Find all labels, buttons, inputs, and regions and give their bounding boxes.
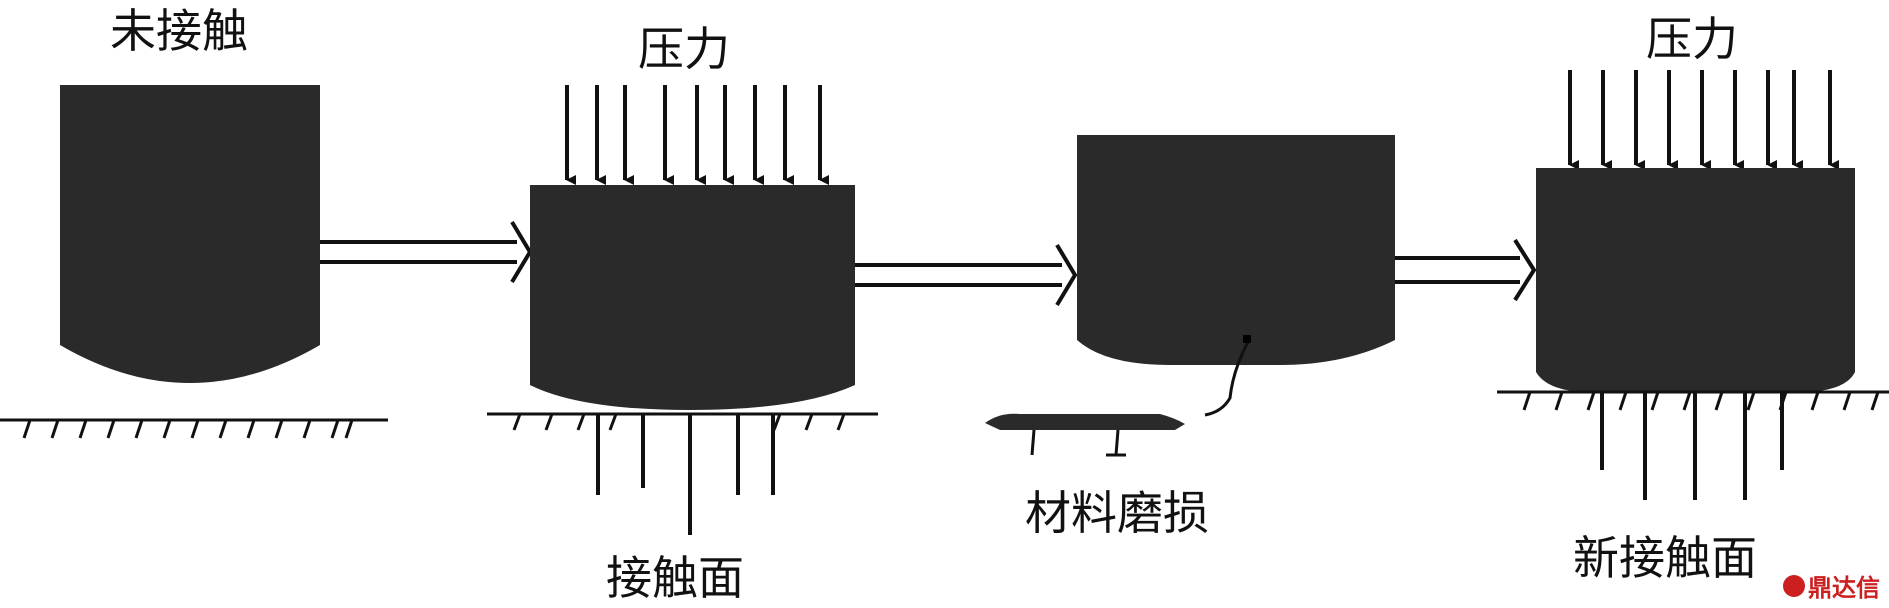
block-stage-1 — [60, 85, 320, 383]
debris-supports — [1030, 429, 1126, 457]
block-stage-2 — [530, 185, 855, 410]
label-no-contact: 未接触 — [110, 4, 248, 58]
watermark-logo-icon — [1783, 574, 1805, 597]
label-new-contact-surface: 新接触面 — [1573, 531, 1757, 585]
label-contact-surface: 接触面 — [606, 551, 744, 605]
label-material-wear: 材料磨损 — [1025, 486, 1209, 540]
label-pressure-1: 压力 — [638, 22, 730, 76]
block-stage-3 — [1077, 135, 1395, 365]
watermark: 鼎达信 — [1783, 568, 1880, 603]
label-pressure-2: 压力 — [1646, 12, 1738, 66]
contact-lines-2 — [1600, 392, 1784, 500]
contact-lines-1 — [596, 414, 775, 535]
ground-stage-2 — [487, 412, 878, 431]
pressure-arrows-2 — [1568, 70, 1839, 170]
transition-arrow-3 — [1395, 238, 1537, 302]
wear-debris — [985, 413, 1185, 430]
transition-arrow-1 — [320, 220, 533, 284]
wear-point-marker — [1243, 335, 1251, 343]
pressure-arrows-1 — [565, 85, 829, 185]
ground-stage-1 — [0, 418, 388, 439]
watermark-text: 鼎达信 — [1808, 574, 1880, 602]
wear-pointer — [1204, 341, 1250, 417]
block-stage-4 — [1536, 168, 1855, 392]
transition-arrow-2 — [855, 243, 1078, 307]
